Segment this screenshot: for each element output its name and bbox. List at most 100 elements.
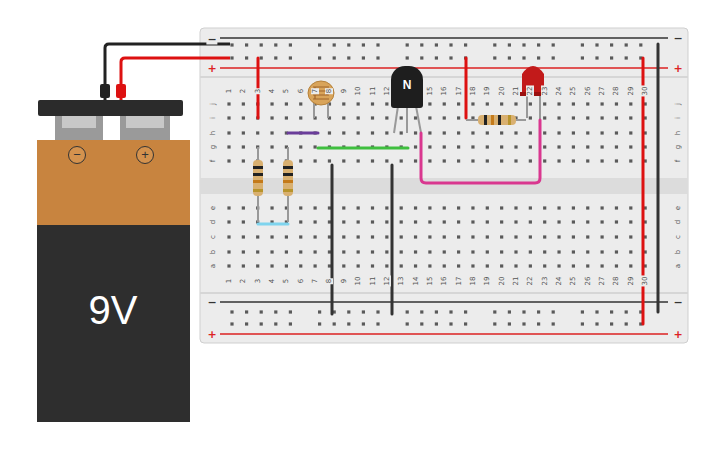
column-number: 18 <box>469 86 477 97</box>
row-letter: c <box>674 234 682 240</box>
hole-grid <box>227 43 646 325</box>
part-label: N <box>403 79 412 91</box>
column-number: 13 <box>397 276 405 287</box>
column-number: 16 <box>440 86 448 97</box>
rail-sign: − <box>206 34 217 45</box>
column-number: 26 <box>584 86 592 97</box>
resistor-symbol <box>283 147 293 222</box>
column-number: 4 <box>268 88 276 94</box>
column-number: 10 <box>354 276 362 287</box>
row-letter: d <box>209 219 217 225</box>
battery-body: −+9V <box>37 140 190 422</box>
column-number: 25 <box>569 276 577 287</box>
wire-red <box>121 58 230 100</box>
column-number: 3 <box>254 88 262 94</box>
column-number: 7 <box>311 88 319 94</box>
column-number: 1 <box>225 278 233 284</box>
column-number: 24 <box>555 86 563 97</box>
wire-green <box>318 147 408 150</box>
column-number: 20 <box>498 276 506 287</box>
column-number: 4 <box>268 278 276 284</box>
column-number: 29 <box>627 86 635 97</box>
column-number: 2 <box>239 278 247 284</box>
row-letter: d <box>674 219 682 225</box>
transistor-body: N <box>391 66 423 108</box>
column-number: 19 <box>483 276 491 287</box>
column-number: 19 <box>483 86 491 97</box>
resistor-symbol <box>466 115 526 125</box>
column-number: 17 <box>455 86 463 97</box>
column-number: 9 <box>340 278 348 284</box>
column-number: 8 <box>325 88 333 94</box>
row-letter: g <box>209 144 217 150</box>
column-number: 21 <box>512 276 520 287</box>
row-letter: j <box>674 102 682 106</box>
row-letter: f <box>209 159 217 163</box>
column-number: 25 <box>569 86 577 97</box>
row-letter: b <box>209 249 217 255</box>
wire-black <box>331 165 334 314</box>
positive-rail-line <box>220 67 668 69</box>
column-number: 11 <box>369 276 377 287</box>
rail-sign: − <box>206 297 217 308</box>
battery-terminal <box>55 116 103 142</box>
positive-rail-line <box>220 333 668 335</box>
row-letter: h <box>209 130 217 136</box>
wire-black <box>657 44 660 312</box>
column-number: 17 <box>455 276 463 287</box>
row-letter: e <box>209 205 217 211</box>
column-number: 6 <box>297 278 305 284</box>
column-number: 9 <box>340 88 348 94</box>
row-letter: h <box>674 130 682 136</box>
column-number: 2 <box>239 88 247 94</box>
rail-sign: − <box>672 297 683 308</box>
column-number: 30 <box>641 276 649 287</box>
column-number: 14 <box>412 276 420 287</box>
column-number: 22 <box>526 276 534 287</box>
resistor-symbol <box>253 147 263 222</box>
column-number: 8 <box>325 278 333 284</box>
column-number: 27 <box>598 276 606 287</box>
column-number: 22 <box>526 86 534 97</box>
row-letter: i <box>209 116 217 120</box>
column-number: 21 <box>512 86 520 97</box>
row-letter: b <box>674 249 682 255</box>
rail-divider <box>200 76 688 78</box>
breadboard <box>200 28 688 343</box>
column-number: 12 <box>383 276 391 287</box>
rail-sign: − <box>672 33 683 44</box>
row-letter: a <box>674 263 682 269</box>
rail-sign: + <box>672 329 683 340</box>
column-number: 20 <box>498 86 506 97</box>
battery-terminal <box>126 116 164 128</box>
photoresistor-symbol <box>308 81 334 118</box>
column-number: 12 <box>383 86 391 97</box>
column-number: 10 <box>354 86 362 97</box>
wire-black <box>105 44 230 100</box>
rail-sign: + <box>206 329 217 340</box>
wire-blue <box>258 223 288 226</box>
rail-sign: + <box>206 63 217 74</box>
column-number: 26 <box>584 276 592 287</box>
column-number: 11 <box>369 86 377 97</box>
negative-rail-line <box>220 37 668 39</box>
column-number: 15 <box>426 86 434 97</box>
rail-divider <box>200 292 688 294</box>
battery-terminal <box>62 116 96 128</box>
column-number: 29 <box>627 276 635 287</box>
column-number: 27 <box>598 86 606 97</box>
column-number: 28 <box>612 276 620 287</box>
column-number: 6 <box>297 88 305 94</box>
terminal-symbol: − <box>68 146 86 164</box>
row-letter: e <box>674 205 682 211</box>
column-number: 23 <box>541 86 549 97</box>
row-letter: j <box>209 102 217 106</box>
column-number: 18 <box>469 276 477 287</box>
row-letter: g <box>674 144 682 150</box>
column-number: 30 <box>641 86 649 97</box>
column-number: 28 <box>612 86 620 97</box>
column-number: 5 <box>282 278 290 284</box>
column-number: 23 <box>541 276 549 287</box>
